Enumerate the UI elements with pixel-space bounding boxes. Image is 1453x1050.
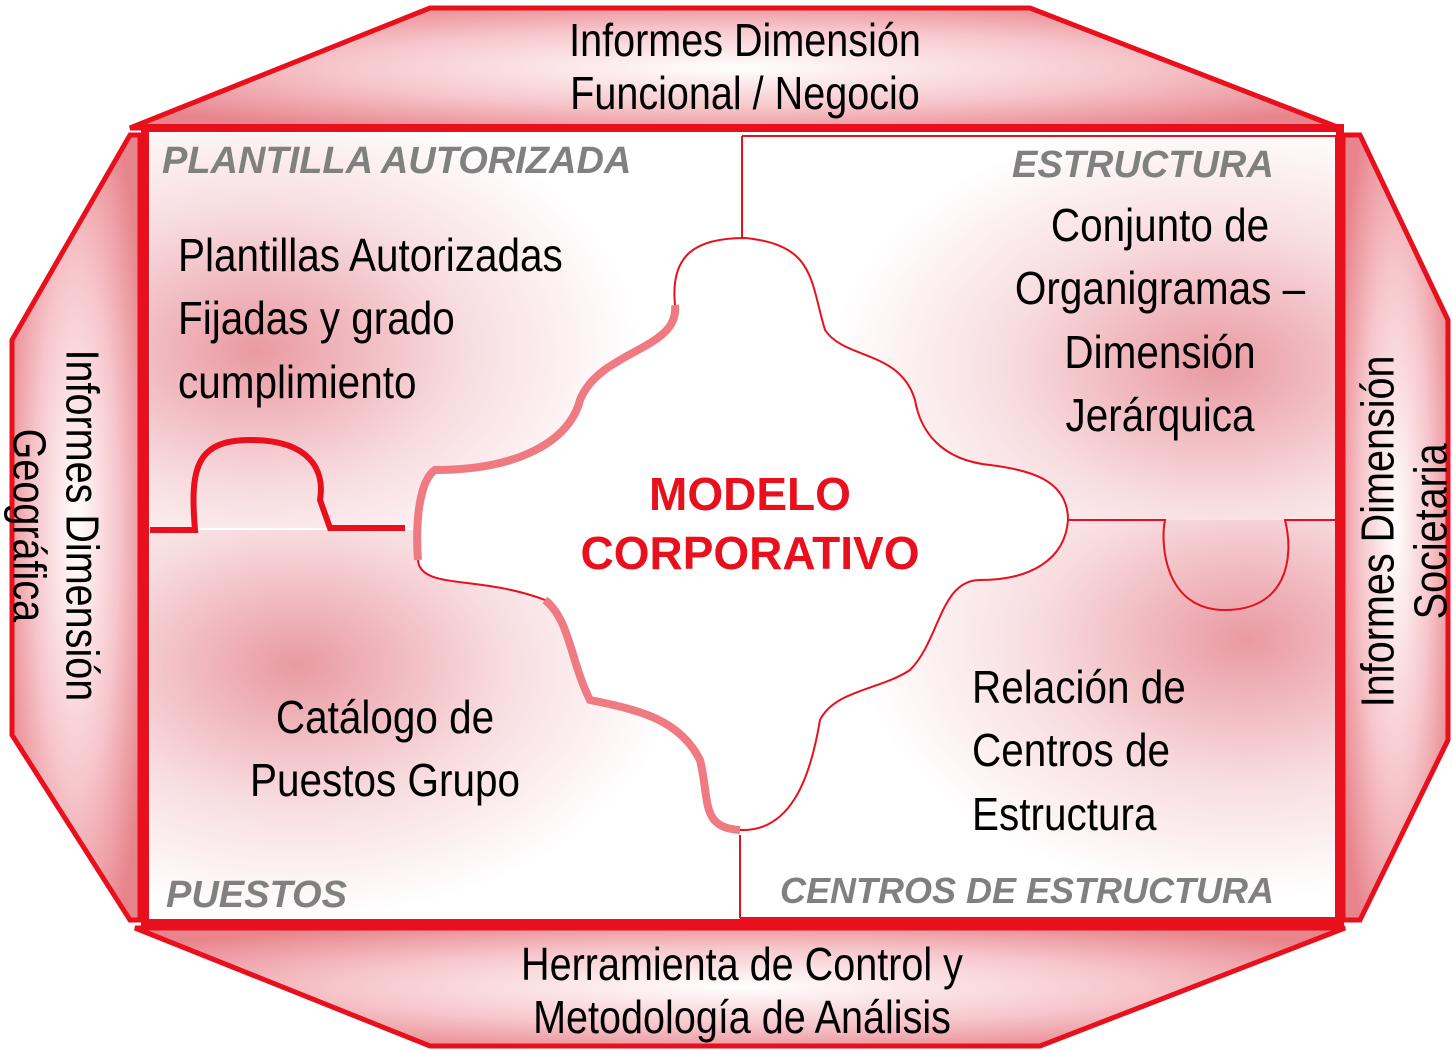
br-line-1: Relación de <box>972 661 1186 713</box>
top-right-border <box>740 135 1337 919</box>
center-title-line-2: CORPORATIVO <box>580 526 920 579</box>
section-puestos: PUESTOS <box>166 874 347 916</box>
tr-line-4: Jerárquica <box>1065 389 1255 442</box>
divider-right-knob <box>1068 519 1336 612</box>
center-piece-shadow-bottom <box>542 596 741 834</box>
tl-line-3: cumplimiento <box>178 355 417 408</box>
frame-right-line-1: Informes Dimensión <box>1351 355 1404 708</box>
center-title: MODELO CORPORATIVO <box>500 465 1000 583</box>
frame-top-label: Informes Dimensión Funcional / Negocio <box>487 14 1003 121</box>
tr-line-3: Dimensión <box>1064 325 1256 378</box>
center-title-line-1: MODELO <box>649 468 851 520</box>
frame-bottom-line-1: Herramienta de Control y <box>521 938 963 990</box>
quadrant-bottom-right-text: Relación de Centros de Estructura <box>972 656 1186 846</box>
frame-bottom-line-2: Metodología de Análisis <box>533 991 951 1044</box>
frame-right-label: Informes Dimensión Societaria <box>1352 351 1453 712</box>
tr-line-1: Conjunto de <box>1050 199 1270 251</box>
bl-line-2: Puestos Grupo <box>249 754 521 807</box>
tl-line-2: Fijadas y grado <box>178 292 455 345</box>
quadrant-top-left-text: Plantillas Autorizadas Fijadas y grado c… <box>178 224 563 414</box>
br-line-3: Estructura <box>972 787 1157 840</box>
frame-left-line-2: Geográfica <box>3 428 55 623</box>
frame-top-line-1: Informes Dimensión <box>569 14 921 66</box>
section-estructura: ESTRUCTURA <box>1012 144 1274 186</box>
frame-left-line-1: Informes Dimensión <box>56 349 109 702</box>
center-piece-shadow-left <box>413 304 680 561</box>
br-line-2: Centros de <box>972 724 1171 777</box>
frame-right-line-2: Societaria <box>1405 443 1453 620</box>
bl-line-1: Catálogo de <box>275 691 495 743</box>
quadrant-top-right-text: Conjunto de Organigramas – Dimensión Jer… <box>993 194 1327 448</box>
tr-line-2: Organigramas – <box>1014 262 1306 315</box>
quadrant-bottom-left-text: Catálogo de Puestos Grupo <box>235 686 534 813</box>
tl-line-1: Plantillas Autorizadas <box>178 229 563 281</box>
frame-top-line-2: Funcional / Negocio <box>570 67 920 120</box>
section-plantilla-autorizada: PLANTILLA AUTORIZADA <box>162 140 632 182</box>
section-centros-de-estructura: CENTROS DE ESTRUCTURA <box>780 870 1275 911</box>
frame-bottom-label: Herramienta de Control y Metodología de … <box>484 938 1000 1045</box>
frame-left-band <box>9 132 143 923</box>
frame-left-label: Informes Dimensión Geográfica <box>2 345 109 706</box>
divider-left-knob <box>150 436 405 533</box>
frame-bottom-band <box>134 925 1346 1049</box>
